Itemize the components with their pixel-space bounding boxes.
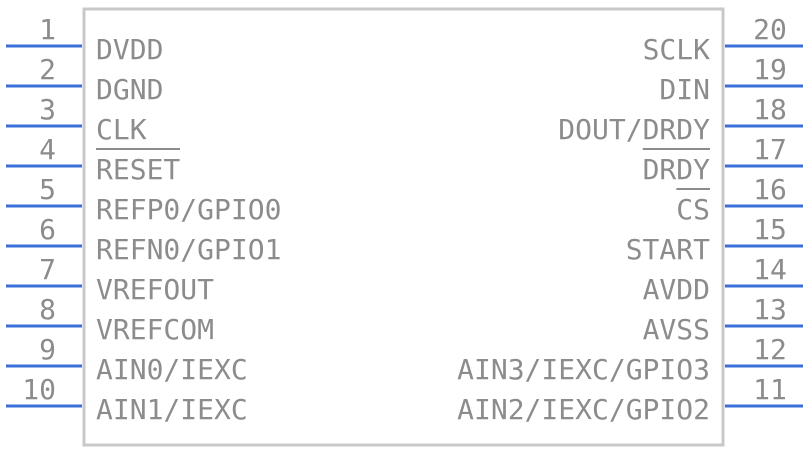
pin-number: 14 bbox=[753, 253, 787, 286]
pin-label: CLK bbox=[96, 113, 147, 146]
pin-number: 2 bbox=[39, 53, 56, 86]
pin-number: 4 bbox=[39, 133, 56, 166]
pin-label: VREFCOM bbox=[96, 313, 214, 346]
pin-label: START bbox=[626, 233, 710, 266]
pin-number: 12 bbox=[753, 333, 787, 366]
pin-label: DRDY bbox=[643, 153, 711, 186]
pin-label: AIN0/IEXC bbox=[96, 353, 248, 386]
right-pins: 20SCLK19DIN18DOUT/DRDY17DRDY16CS15START1… bbox=[457, 13, 803, 426]
pin-label: AVSS bbox=[643, 313, 710, 346]
pin-number: 15 bbox=[753, 213, 787, 246]
pin-label: AIN3/IEXC/GPIO3 bbox=[457, 353, 710, 386]
pin-number: 13 bbox=[753, 293, 787, 326]
pin-number: 3 bbox=[39, 93, 56, 126]
pin-label: SCLK bbox=[643, 33, 711, 66]
pin-label: DOUT/DRDY bbox=[558, 113, 710, 146]
pin-label: DGND bbox=[96, 73, 163, 106]
pin-label: CS bbox=[676, 193, 710, 226]
pin-label: DVDD bbox=[96, 33, 163, 66]
left-pins: 1DVDD2DGND3CLK4RESET5REFP0/GPIO06REFN0/G… bbox=[6, 13, 281, 426]
pin-number: 11 bbox=[753, 373, 787, 406]
pin-label: REFP0/GPIO0 bbox=[96, 193, 281, 226]
pin-label: AVDD bbox=[643, 273, 710, 306]
pin-number: 8 bbox=[39, 293, 56, 326]
pin-number: 16 bbox=[753, 173, 787, 206]
pin-number: 9 bbox=[39, 333, 56, 366]
pin-number: 19 bbox=[753, 53, 787, 86]
pin-label: DIN bbox=[659, 73, 710, 106]
pin-number: 7 bbox=[39, 253, 56, 286]
pin-number: 1 bbox=[39, 13, 56, 46]
pin-label: RESET bbox=[96, 153, 180, 186]
pin-number: 18 bbox=[753, 93, 787, 126]
pin-number: 5 bbox=[39, 173, 56, 206]
pin-number: 17 bbox=[753, 133, 787, 166]
ic-body bbox=[82, 7, 725, 447]
pin-label: AIN1/IEXC bbox=[96, 393, 248, 426]
pin-label: VREFOUT bbox=[96, 273, 214, 306]
pin-label: AIN2/IEXC/GPIO2 bbox=[457, 393, 710, 426]
pin-number: 20 bbox=[753, 13, 787, 46]
pin-label: REFN0/GPIO1 bbox=[96, 233, 281, 266]
pin-number: 6 bbox=[39, 213, 56, 246]
pin-number: 10 bbox=[22, 373, 56, 406]
